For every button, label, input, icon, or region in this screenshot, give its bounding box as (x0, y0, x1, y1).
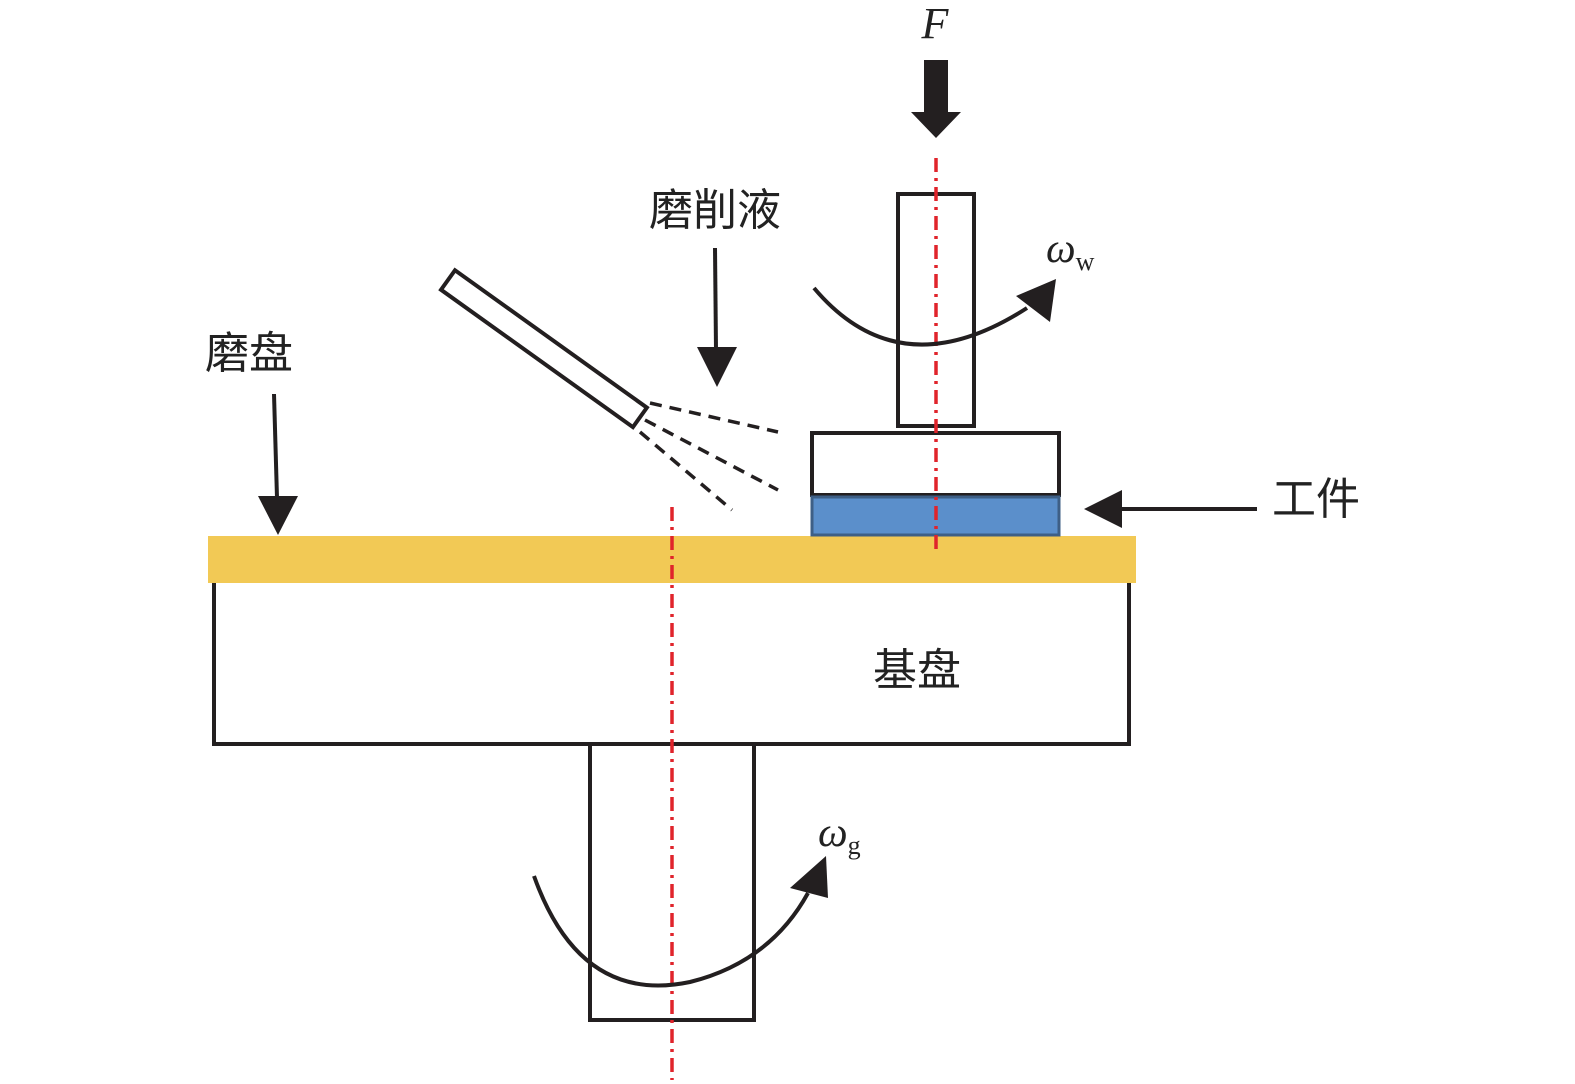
slurry-label: 磨削液 (649, 185, 781, 236)
rotation-arrow-w-head (1016, 279, 1056, 322)
grinding-disc-pointer-head (258, 496, 298, 535)
force-label: F (921, 0, 950, 48)
rotation-arrow-g-head (790, 856, 828, 898)
rotation-arrow-w (812, 286, 1029, 347)
slurry-nozzle (438, 267, 650, 430)
label-pointers (272, 247, 1257, 511)
omega-w-label: ωw (1046, 226, 1095, 276)
omega-g-label: ωg (818, 810, 861, 860)
base-disc-label: 基盘 (873, 645, 961, 696)
slurry-pointer-arrow (713, 247, 718, 351)
rotation-arrow-g (532, 875, 810, 988)
slurry-pointer-head (697, 347, 737, 387)
workpiece-label: 工件 (1272, 474, 1360, 525)
grinding-disc-label: 磨盘 (205, 328, 293, 379)
slurry-spray (638, 401, 779, 512)
workpiece-pointer-head (1084, 490, 1122, 528)
grinding-disc-pointer-arrow (272, 393, 279, 499)
force-arrow (911, 60, 961, 138)
